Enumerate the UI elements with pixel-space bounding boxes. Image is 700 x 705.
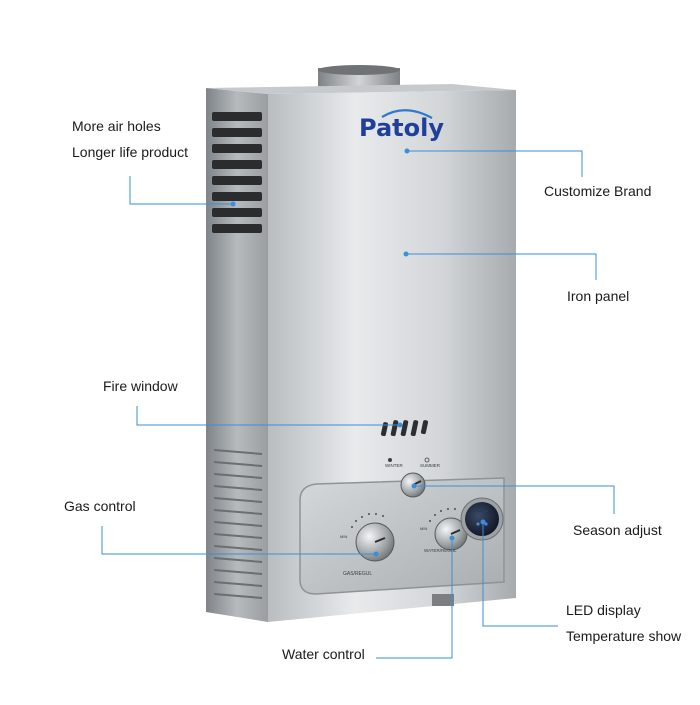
led-display [460,497,504,541]
top-edge [206,84,516,94]
callout-led-display: LED display [566,602,641,618]
brand-swoosh [381,109,433,119]
callout-customize-brand: Customize Brand [544,183,652,199]
callout-gas-control: Gas control [64,498,136,514]
control-panel [299,477,505,595]
callout-air-holes: More air holes [72,118,161,134]
callout-iron-panel: Iron panel [567,288,630,304]
winter-indicator [388,458,392,462]
brand-logo: Patoly [359,114,444,142]
gas-min-label: MIN [340,534,347,539]
water-min-label: MIN [420,526,427,531]
leader-fire-window [136,406,400,426]
leader-led-display [482,522,558,627]
leader-gas-control [101,526,376,555]
leader-customize-brand [407,150,583,177]
side-lower-vents [213,449,263,599]
gas-scale-dots [351,513,384,528]
callout-fire-window: Fire window [103,378,178,394]
flue-pipe-top [318,65,400,75]
fire-window [380,420,429,437]
callout-temperature-show: Temperature show [566,628,682,644]
leader-water-control [376,538,453,659]
gas-regul-label: GAS/REGUL [343,571,372,577]
leader-lines [101,150,615,659]
callout-water-control: Water control [282,646,365,662]
summer-label: SUMMER [420,463,441,468]
water-scale-dots [429,508,456,522]
leader-iron-panel [406,253,597,280]
summer-indicator [424,457,430,463]
gas-knob [355,522,395,562]
water-regul-label: WATER/REGUL [424,548,457,553]
leader-air-holes [129,176,233,205]
water-knob [434,517,468,551]
callout-season-adjust: Season adjust [573,522,662,538]
callout-longer-life: Longer life product [72,144,188,160]
leader-dots [230,148,486,557]
side-air-vents [212,112,262,233]
winter-label: WINTER [385,463,403,468]
leader-season-adjust [414,485,615,514]
bottom-pipe [432,594,454,606]
